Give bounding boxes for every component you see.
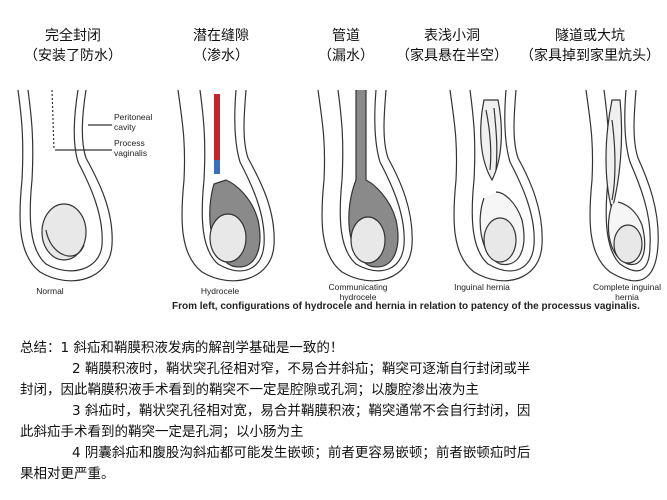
panel-hydrocele-drawing [177, 89, 275, 282]
summary-line-3b: 此斜疝手术看到的鞘突一定是孔洞；以小肠为主 [20, 424, 304, 440]
panel-label-normal: Normal [36, 286, 64, 296]
header-hydrocele: 潜在缝隙 （渗水） [176, 26, 266, 66]
header-sub: （家具掉到家里炕头） [520, 48, 660, 64]
panel-complete-drawing [585, 89, 659, 282]
header-title: 潜在缝隙 [193, 28, 249, 44]
panel-normal-drawing [17, 89, 113, 282]
header-title: 管道 [332, 28, 360, 44]
panel-label-hydrocele: Hydrocele [200, 286, 240, 296]
label-process-vaginalis: Process vaginalis [114, 138, 148, 158]
anatomy-illustration [17, 89, 659, 282]
panel-label-complete: Complete inguinal hernia [592, 282, 662, 302]
header-communicating: 管道 （漏水） [306, 26, 386, 66]
header-inguinal: 表浅小洞 （家具悬在半空） [392, 26, 512, 66]
header-sub: （漏水） [318, 48, 374, 64]
header-title: 表浅小洞 [424, 28, 480, 44]
header-sub: （渗水） [193, 48, 249, 64]
label-peritoneal-cavity: Peritoneal cavity [114, 112, 153, 132]
summary-line-2a: 2 鞘膜积液时，鞘状突孔径相对窄，不易合并斜疝；鞘突可逐渐自行封闭或半 [72, 361, 531, 377]
summary-line-4b: 果相对更严重。 [20, 466, 115, 482]
summary-line-4a: 4 阴囊斜疝和腹股沟斜疝都可能发生嵌顿；前者更容易嵌顿；前者嵌顿疝时后 [72, 445, 531, 461]
panel-label-inguinal: Inguinal hernia [454, 282, 510, 292]
header-title: 隧道或大坑 [555, 28, 625, 44]
header-normal: 完全封闭 （安装了防水） [18, 26, 128, 66]
panel-label-communicating: Communicating hydrocele [328, 282, 388, 302]
red-channel [214, 94, 220, 174]
header-complete: 隧道或大坑 （家具掉到家里炕头） [515, 26, 665, 66]
header-sub: （安装了防水） [24, 48, 122, 64]
header-title: 完全封闭 [45, 28, 101, 44]
summary-text: 总结：1 斜疝和鞘膜积液发病的解剖学基础是一致的！ 2 鞘膜积液时，鞘状突孔径相… [20, 338, 660, 485]
summary-line-2b: 封闭，因此鞘膜积液手术看到的鞘突不一定是腔隙或孔洞；以腹腔渗出液为主 [20, 382, 479, 398]
header-sub: （家具悬在半空） [396, 48, 508, 64]
summary-line-1: 总结：1 斜疝和鞘膜积液发病的解剖学基础是一致的！ [20, 340, 344, 356]
figure-caption: From left, configurations of hydrocele a… [172, 301, 640, 312]
panel-communicating-drawing [317, 89, 413, 282]
summary-line-3a: 3 斜疝时，鞘状突孔径相对宽，易合并鞘膜积液；鞘突通常不会自行封闭，因 [72, 403, 531, 419]
panel-inguinal-drawing [449, 89, 543, 282]
blue-channel [214, 160, 220, 174]
